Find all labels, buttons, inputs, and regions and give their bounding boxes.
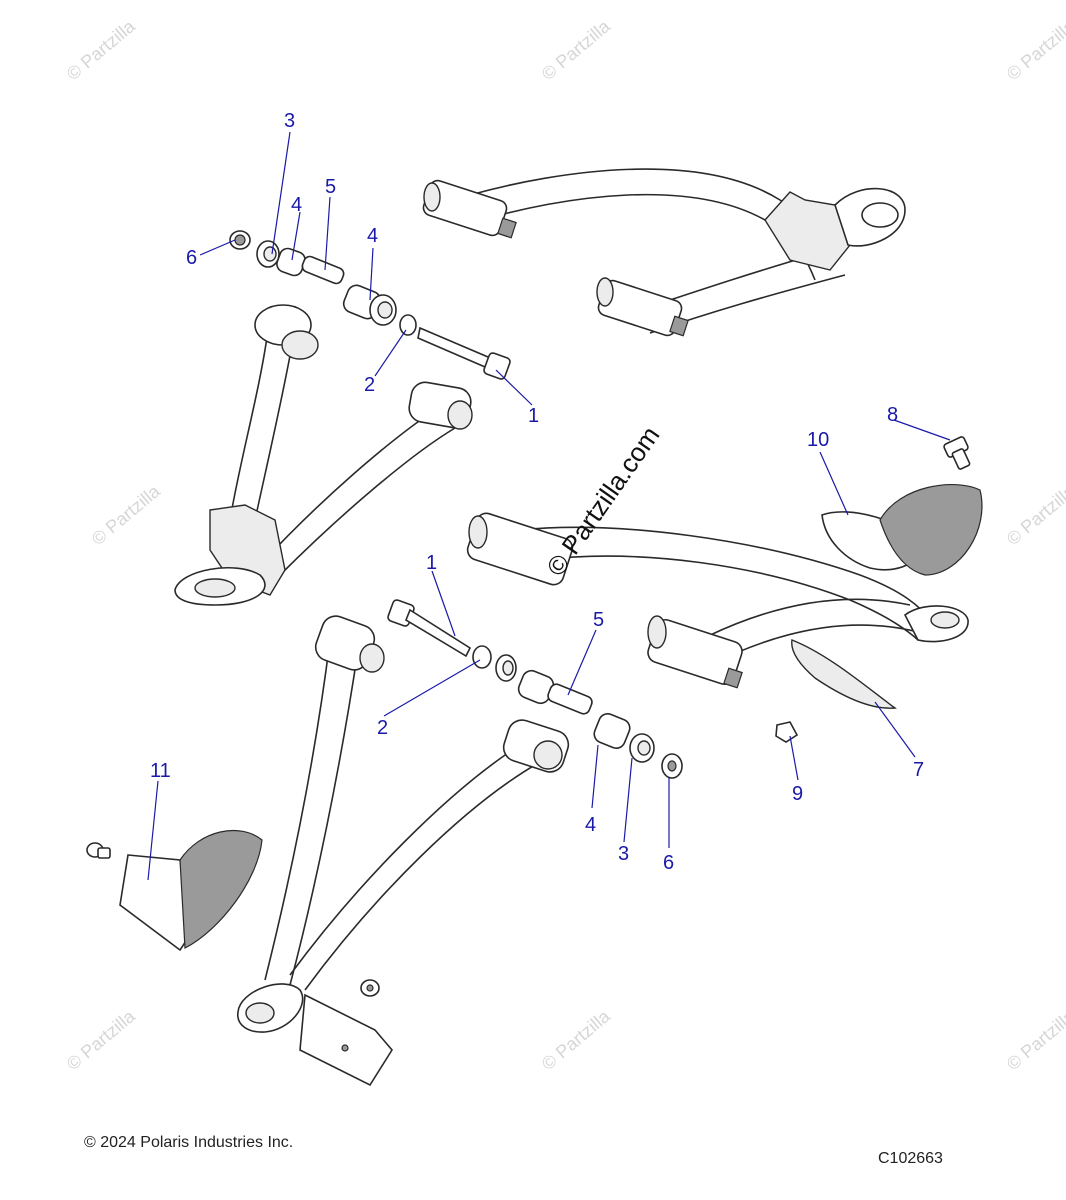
lower-right-a-arm — [466, 512, 969, 689]
callout-2: 2 — [377, 717, 388, 739]
callout-labels: 3 5 4 4 6 2 1 8 10 1 5 2 7 11 9 4 3 6 — [150, 110, 924, 874]
guard-plate-lower — [299, 993, 393, 1087]
callout-5: 5 — [593, 609, 604, 631]
lower-hardware-stack — [387, 599, 683, 779]
callout-11: 11 — [150, 760, 171, 782]
callout-7: 7 — [913, 759, 924, 781]
guard-plate-11 — [119, 829, 263, 952]
copyright-notice: © 2024 Polaris Industries Inc. — [84, 1134, 294, 1151]
callout-10: 10 — [807, 429, 829, 451]
callout-3: 3 — [284, 110, 295, 132]
callout-5: 5 — [325, 176, 336, 198]
lower-left-a-arm — [237, 615, 570, 1033]
callout-9: 9 — [792, 783, 803, 805]
upper-left-a-arm — [174, 304, 473, 606]
callout-4: 4 — [367, 225, 378, 247]
callout-6: 6 — [663, 852, 674, 874]
guard-plate-7 — [791, 639, 897, 709]
callout-3: 3 — [618, 843, 629, 865]
nut-9 — [775, 721, 799, 743]
leader-lines — [147, 131, 951, 881]
callout-8: 8 — [887, 404, 898, 426]
guard-plate-10 — [821, 484, 983, 576]
figure-code: C102663 — [878, 1150, 943, 1167]
callout-2: 2 — [364, 374, 375, 396]
upper-right-a-arm — [422, 168, 906, 337]
callout-4: 4 — [585, 814, 596, 836]
bolt-11 — [86, 842, 111, 859]
callout-1: 1 — [528, 405, 539, 427]
nut-small — [360, 979, 380, 997]
bolt-8 — [943, 436, 971, 470]
callout-1: 1 — [426, 552, 437, 574]
callout-6: 6 — [186, 247, 197, 269]
callout-4: 4 — [291, 194, 302, 216]
